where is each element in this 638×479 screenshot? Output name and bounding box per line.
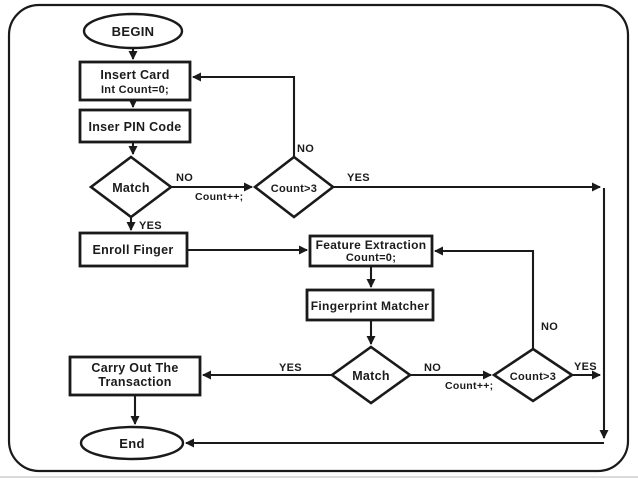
node-label: Enroll Finger <box>93 243 174 257</box>
edge-label-count-finger-no: NO <box>541 321 558 333</box>
process-shape <box>305 288 435 322</box>
edge-count2-no-loop-to-feature <box>434 246 535 349</box>
node-match-finger: Match <box>329 345 413 405</box>
decision-shape <box>252 155 336 219</box>
edge-label-count-pin-no: NO <box>297 143 314 155</box>
node-label-line1: Carry Out The <box>91 361 178 375</box>
node-count-finger: Count>3 <box>491 347 575 403</box>
node-label: Count>3 <box>510 371 556 383</box>
process-shape <box>78 60 192 102</box>
node-fingerprint-matcher: Fingerprint Matcher <box>305 288 435 322</box>
terminator-shape <box>82 12 184 50</box>
node-match-pin: Match <box>88 155 174 219</box>
node-label: End <box>119 436 144 451</box>
node-label-line2: Count=0; <box>346 252 396 264</box>
node-label-line1: Insert Card <box>100 68 169 82</box>
edges <box>126 48 609 448</box>
node-carry-out: Carry Out The Transaction <box>68 355 202 397</box>
node-enroll-finger: Enroll Finger <box>78 231 189 268</box>
process-shape <box>308 234 434 268</box>
node-begin: BEGIN <box>82 12 184 50</box>
edge-label-count-pin-yes: YES <box>347 172 370 184</box>
process-shape <box>68 355 202 397</box>
process-shape <box>78 108 192 144</box>
node-insert-card: Insert Card Int Count=0; <box>78 60 192 102</box>
edge-label-match-pin-yes: YES <box>139 220 162 232</box>
node-label: Fingerprint Matcher <box>311 299 429 313</box>
node-feature-extraction: Feature Extraction Count=0; <box>308 234 434 268</box>
node-label-line2: Transaction <box>98 375 171 389</box>
node-label-line2: Int Count=0; <box>101 84 169 96</box>
edge-label-match-pin-no: NO <box>176 172 193 184</box>
node-insert-pin: Inser PIN Code <box>78 108 192 144</box>
edge-label-count-finger-yes: YES <box>574 361 597 373</box>
node-label: Match <box>352 369 390 383</box>
decision-shape <box>329 345 413 405</box>
edge-label-match-pin-count: Count++; <box>195 191 243 203</box>
decision-shape <box>491 347 575 403</box>
node-label: Inser PIN Code <box>88 120 181 134</box>
process-shape <box>78 231 189 268</box>
edge-label-match-finger-no: NO <box>424 362 441 374</box>
edge-label-match-finger-count: Count++; <box>445 380 493 392</box>
node-end: End <box>79 425 185 461</box>
node-label: BEGIN <box>112 24 155 39</box>
terminator-shape <box>79 425 185 461</box>
edge-count-no-loop-to-insert-card <box>192 72 296 157</box>
node-label-line1: Feature Extraction <box>316 238 427 252</box>
decision-shape <box>88 155 174 219</box>
node-count-pin: Count>3 <box>252 155 336 219</box>
edge-label-match-finger-yes: YES <box>279 362 302 374</box>
node-label: Count>3 <box>271 183 317 195</box>
slide-border <box>7 3 630 473</box>
edge-labels: NO Count++; NO YES YES YES NO Count++; N… <box>139 143 597 392</box>
node-label: Match <box>112 181 150 195</box>
